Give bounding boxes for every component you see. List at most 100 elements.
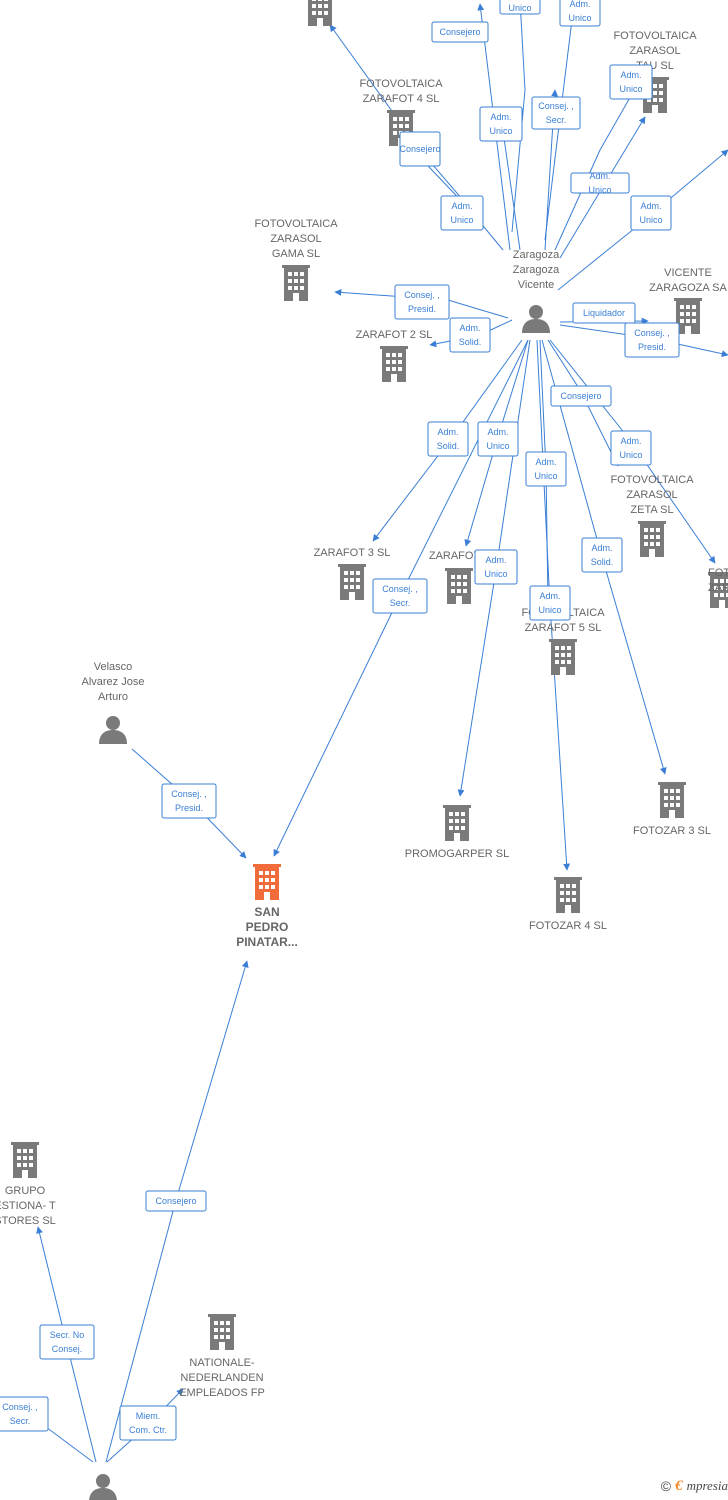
footer-brand: © € mpresia	[661, 1476, 728, 1496]
node-label: FOTOVOLTAICA	[359, 78, 443, 90]
node-zarafot2[interactable]: ZARAFOT 2 SL	[356, 329, 433, 382]
brand-logo-icon: €	[675, 1477, 683, 1494]
edge-label-box	[145, 1190, 207, 1212]
node-fotozar4[interactable]: FOTOZAR 4 SL	[529, 877, 607, 932]
node-label: ZARAFOT 2 SL	[356, 329, 433, 341]
edge-label-text: Com. Ctr.	[129, 1425, 167, 1435]
edge-role-label[interactable]: Adm.Unico	[499, 0, 541, 15]
node-san-pedro[interactable]: SANPEDROPINATAR...	[236, 864, 298, 949]
node-label: Zaragoza	[513, 264, 560, 276]
node-zarafot3[interactable]: ZARAFOT 3 SL	[314, 547, 391, 600]
edge-role-label[interactable]: Adm.Unico	[479, 106, 523, 142]
edge-role-label[interactable]: Adm.Unico	[474, 549, 518, 585]
edge-label-box	[372, 578, 428, 614]
edge-role-label[interactable]: Adm. Unico	[440, 195, 484, 231]
edge-role-label[interactable]: Consejero	[399, 131, 441, 167]
edge-role-label[interactable]: Adm.Unico	[529, 585, 571, 621]
edge-label-text: Unico	[568, 13, 591, 23]
edge-role-label[interactable]: Adm.Unico	[570, 171, 630, 195]
edge-label-text: Consej. ,	[538, 101, 574, 111]
node-label: Vicente	[518, 279, 555, 291]
node-label: PINATAR...	[236, 935, 298, 949]
edge-label-text: Adm.	[591, 543, 612, 553]
edge-label-text: Unico	[450, 215, 473, 225]
edge-role-label[interactable]: Consejero	[145, 1190, 207, 1212]
edge-label-box	[0, 1396, 49, 1432]
edge-role-label[interactable]: Consejero	[550, 385, 612, 407]
edge-role-label[interactable]: Consej. ,Secr.	[0, 1396, 49, 1432]
edge-role-label[interactable]: Consej. ,Presid.	[394, 284, 450, 320]
edge-label-text: Consej. ,	[404, 290, 440, 300]
edge-label-text: Adm.	[539, 591, 560, 601]
node-label: FOTOZAR 3 SL	[633, 825, 711, 837]
edge-label-text: Unico	[489, 126, 512, 136]
edge-label-box	[581, 537, 623, 573]
edge-role-label[interactable]: Consej. ,Secr.	[372, 578, 428, 614]
edge-label-box	[440, 195, 484, 231]
node-fotozar3[interactable]: FOTOZAR 3 SL	[633, 782, 711, 837]
edge-role-label[interactable]: Adm.Unico	[559, 0, 601, 27]
node-label: Alvarez Jose	[82, 676, 145, 688]
edge-label-text: Solid.	[437, 441, 460, 451]
edge-label-box	[570, 172, 630, 194]
node-label: FOTOVOLTAICA	[610, 474, 694, 486]
edge-label-box	[427, 421, 469, 457]
node-zarasol-zeta[interactable]: FOTOVOLTAICA ZARASOL ZETA SL	[610, 474, 694, 557]
edge-role-label[interactable]: Liquidador	[572, 302, 636, 324]
edge-role-label[interactable]: Consej. ,Presid.	[624, 322, 680, 358]
node-top-building[interactable]	[306, 0, 334, 26]
building-icon	[338, 564, 366, 600]
edge-label-text: Presid.	[175, 803, 203, 813]
edge-role-label[interactable]: Miem.Com. Ctr.	[119, 1405, 177, 1441]
node-zarafot1[interactable]: ZARAFOT 1	[429, 550, 489, 604]
edge-role-label[interactable]: Adm.Solid.	[581, 537, 623, 573]
relationship-edge	[511, 0, 526, 233]
edge-label-text: Unico	[588, 185, 611, 195]
edge-label-text: Adm.	[485, 555, 506, 565]
edge-role-label[interactable]: Consej. , Secr.	[531, 96, 581, 130]
edge-role-label[interactable]: Consejero	[431, 21, 489, 43]
edge-label-text: Adm.	[487, 427, 508, 437]
person-icon	[99, 716, 127, 744]
edge-role-label[interactable]: Adm.Unico	[477, 421, 519, 457]
edge-role-label[interactable]: Adm.Unico	[609, 64, 653, 100]
node-label: FOTOZAR 4 SL	[529, 920, 607, 932]
edge-label-text: Adm.	[640, 201, 661, 211]
edge-role-label[interactable]: Adm.Solid.	[427, 421, 469, 457]
building-icon	[306, 0, 334, 26]
node-bottom-person[interactable]	[89, 1474, 117, 1500]
node-label: NEDERLANDEN	[180, 1372, 263, 1384]
person-icon	[89, 1474, 117, 1500]
edge-role-label[interactable]: Adm.Unico	[525, 451, 567, 487]
node-label: ZETA SL	[630, 504, 673, 516]
building-icon	[445, 568, 473, 604]
edge-label-text: Adm.	[451, 201, 472, 211]
building-icon	[282, 265, 310, 301]
building-icon	[208, 1314, 236, 1350]
node-label: ZARASOL	[626, 489, 677, 501]
person-icon	[522, 305, 550, 333]
edge-label-text: Unico	[619, 450, 642, 460]
edge-role-label[interactable]: Consej. ,Presid.	[161, 783, 217, 819]
edge-role-label[interactable]: Adm.Solid.	[449, 317, 491, 353]
edge-label-text: Unico	[619, 84, 642, 94]
node-promogarper[interactable]: PROMOGARPER SL	[405, 805, 510, 860]
node-label: ZARAFOT 1	[429, 550, 489, 562]
building-icon	[443, 805, 471, 841]
copyright-icon: ©	[660, 1478, 672, 1494]
edge-label-text: Adm.	[535, 457, 556, 467]
edge-role-label[interactable]: Adm.Unico	[630, 195, 672, 231]
edge-role-label[interactable]: Adm.Unico	[610, 430, 652, 466]
edge-label-text: Secr.	[546, 115, 567, 125]
